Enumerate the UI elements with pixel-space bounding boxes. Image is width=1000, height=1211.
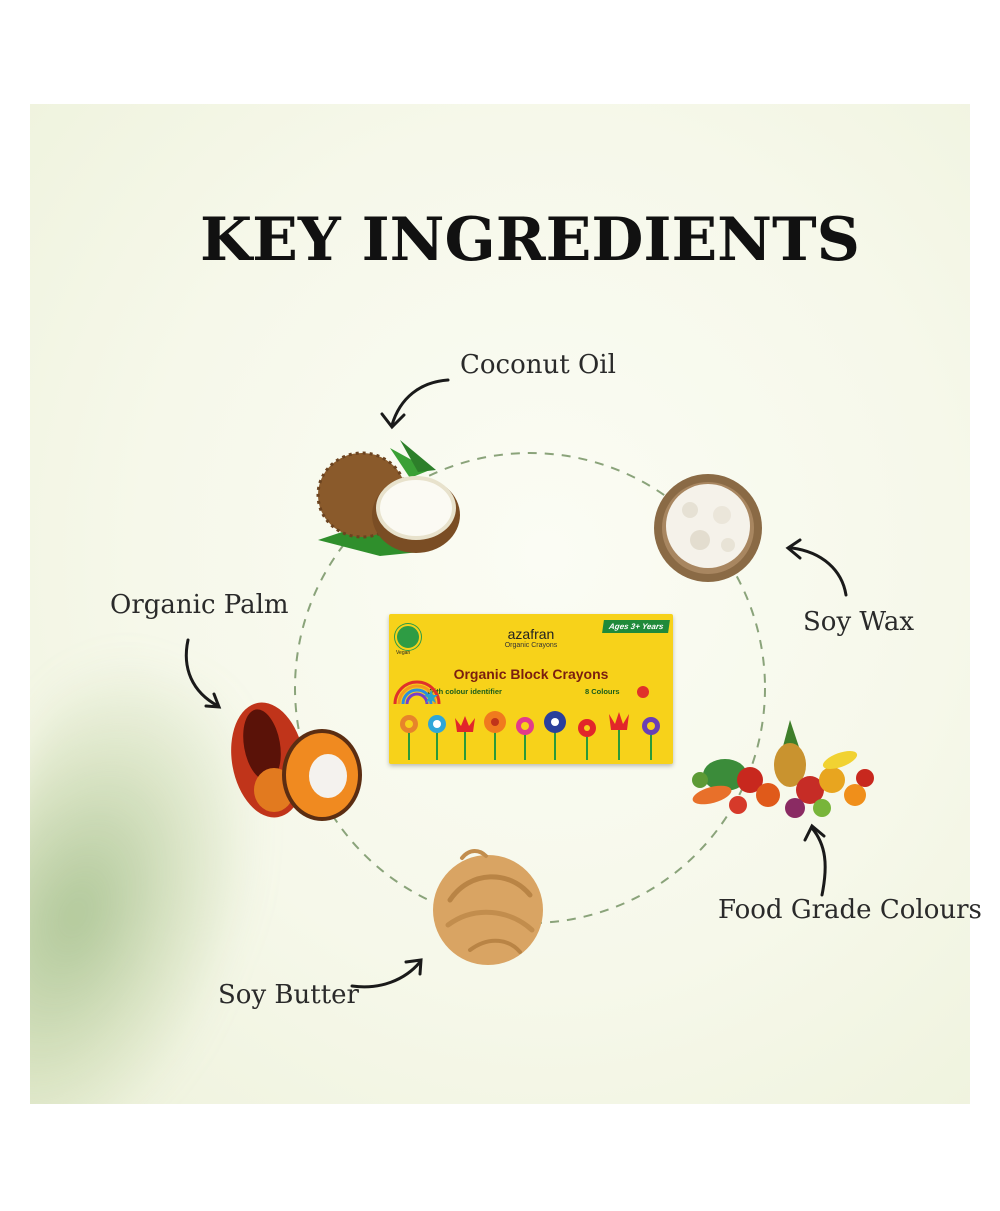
product-name: Organic Block Crayons: [453, 666, 609, 682]
brand-subtitle: Organic Crayons: [504, 642, 558, 649]
arrow-palm: [184, 638, 220, 708]
soy-butter-icon: [433, 849, 543, 965]
arrow-coconut-head: [380, 412, 406, 430]
label-organic-palm: Organic Palm: [110, 590, 289, 620]
flowers-illustration: [400, 711, 660, 760]
arrow-food: [810, 826, 827, 897]
soy-wax-bowl-icon: [654, 474, 762, 582]
palm-fruit-icon: [231, 702, 362, 821]
label-soy-butter: Soy Butter: [218, 980, 359, 1010]
arrows: [184, 378, 848, 989]
product-identifier: With colour identifier: [427, 687, 502, 696]
box-artwork: [393, 680, 660, 760]
coconut-icon: [316, 440, 460, 556]
dashed-orbit: [294, 452, 766, 924]
fruits-vegetables-icon: [692, 720, 874, 818]
brand-logo-text: azafran: [507, 626, 555, 642]
arrow-soywax-head: [785, 538, 802, 560]
arrow-butter: [350, 960, 422, 989]
page-title: KEY INGREDIENTS: [200, 205, 860, 275]
product-colour-count: 8 Colours: [585, 687, 620, 696]
label-soy-wax: Soy Wax: [803, 607, 915, 637]
arrow-coconut: [390, 378, 450, 427]
arrow-butter-head: [404, 958, 423, 976]
arrow-palm-head: [204, 692, 222, 709]
product-box: Vegan azafran Organic Crayons Ages 3+ Ye…: [389, 614, 673, 764]
arrow-food-head: [803, 823, 826, 842]
label-food-grade-colours: Food Grade Colours: [718, 895, 982, 925]
arrow-soywax: [790, 546, 848, 597]
vegan-label: Vegan: [396, 650, 411, 656]
vegan-badge-icon: [395, 624, 421, 650]
palette-icon: [637, 686, 649, 698]
label-coconut-oil: Coconut Oil: [460, 350, 616, 380]
star-icon: [424, 690, 438, 703]
